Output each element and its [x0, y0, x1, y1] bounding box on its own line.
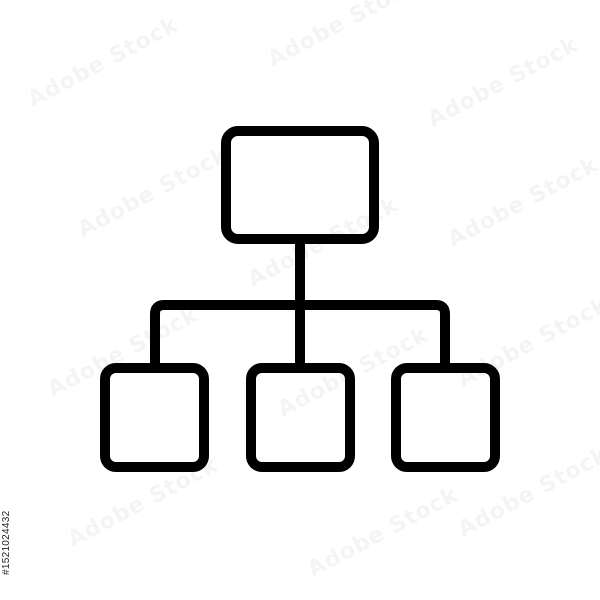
- left-node-box: [100, 363, 209, 472]
- top-node-box: [221, 126, 379, 244]
- right-node-box: [391, 363, 500, 472]
- center-node-box: [246, 363, 355, 472]
- stock-id-label: #1521024432: [1, 510, 12, 575]
